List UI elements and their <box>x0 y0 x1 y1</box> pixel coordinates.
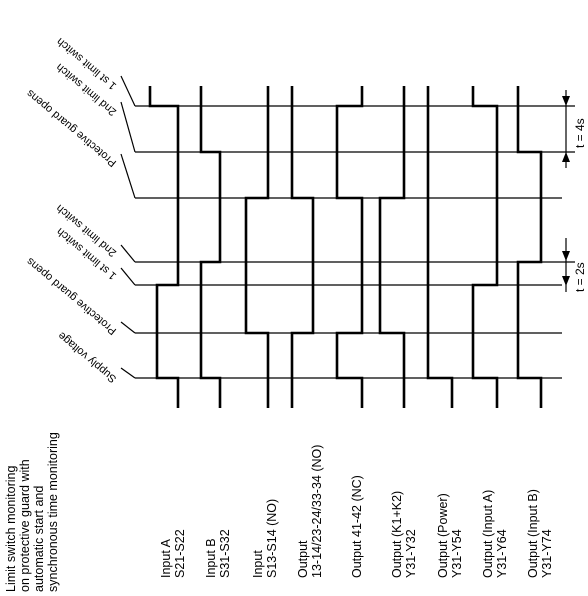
timing-markers: t = 2s t = 4s <box>562 90 587 292</box>
event-label: Supply voltage <box>56 329 119 385</box>
waveform-input-b <box>199 86 222 408</box>
signal-labels: Input A S21-S22 Input B S31-S32 Input S1… <box>159 445 554 578</box>
waveform-output-k1k2 <box>378 86 406 408</box>
leader-lines <box>120 75 136 379</box>
leader-line <box>120 267 136 286</box>
waveform-input-s13-s14 <box>244 86 270 408</box>
waveform-output-input-b <box>516 86 543 408</box>
arrowhead <box>562 152 570 162</box>
signal-label: Y31-Y64 <box>495 529 509 578</box>
signal-label: Input A <box>159 538 173 578</box>
signal-label: Output <box>296 540 310 578</box>
signal-label: S13-S14 (NO) <box>265 499 279 578</box>
title-line: on protective guard with <box>18 459 32 592</box>
leader-line <box>120 75 136 107</box>
waveform-output-input-a <box>471 86 499 408</box>
signal-label: S31-S32 <box>218 529 232 578</box>
timing-label: t = 2s <box>573 262 587 292</box>
leader-line <box>120 244 136 263</box>
leader-line <box>120 101 136 153</box>
leader-line <box>120 367 136 379</box>
title-line: Limit switch monitoring <box>4 466 18 592</box>
waveform-output-no <box>290 86 315 408</box>
waveform-input-a <box>148 86 180 408</box>
timing-label: t = 4s <box>573 118 587 148</box>
signal-label: Output (K1+K2) <box>390 491 404 578</box>
event-labels: Supply voltage Protective guard opens 1 … <box>24 35 119 385</box>
signal-label: Y31-Y32 <box>404 529 418 578</box>
title-line: synchronous time monitoring <box>46 432 60 592</box>
arrowhead <box>562 96 570 106</box>
leader-line <box>120 321 136 334</box>
arrowhead <box>562 276 570 286</box>
title-line: automatic start and <box>32 486 46 592</box>
signal-label: Y31-Y74 <box>540 529 554 578</box>
signal-label: Output (Input A) <box>481 490 495 578</box>
waveforms <box>148 86 543 408</box>
signal-label: Y31-Y54 <box>450 529 464 578</box>
waveform-output-power <box>426 86 454 408</box>
signal-label: 13-14/23-24/33-34 (NO) <box>310 445 324 578</box>
signal-label: Output (Power) <box>436 493 450 578</box>
signal-label: S21-S22 <box>173 529 187 578</box>
arrowhead <box>562 251 570 261</box>
diagram-title: Limit switch monitoring on protective gu… <box>4 432 60 592</box>
signal-label: Output 41-42 (NC) <box>350 475 364 578</box>
signal-label: Input B <box>204 538 218 578</box>
waveform-output-nc <box>335 86 364 408</box>
leader-line <box>120 153 136 199</box>
signal-label: Input <box>251 550 265 578</box>
signal-label: Output (Input B) <box>526 489 540 578</box>
